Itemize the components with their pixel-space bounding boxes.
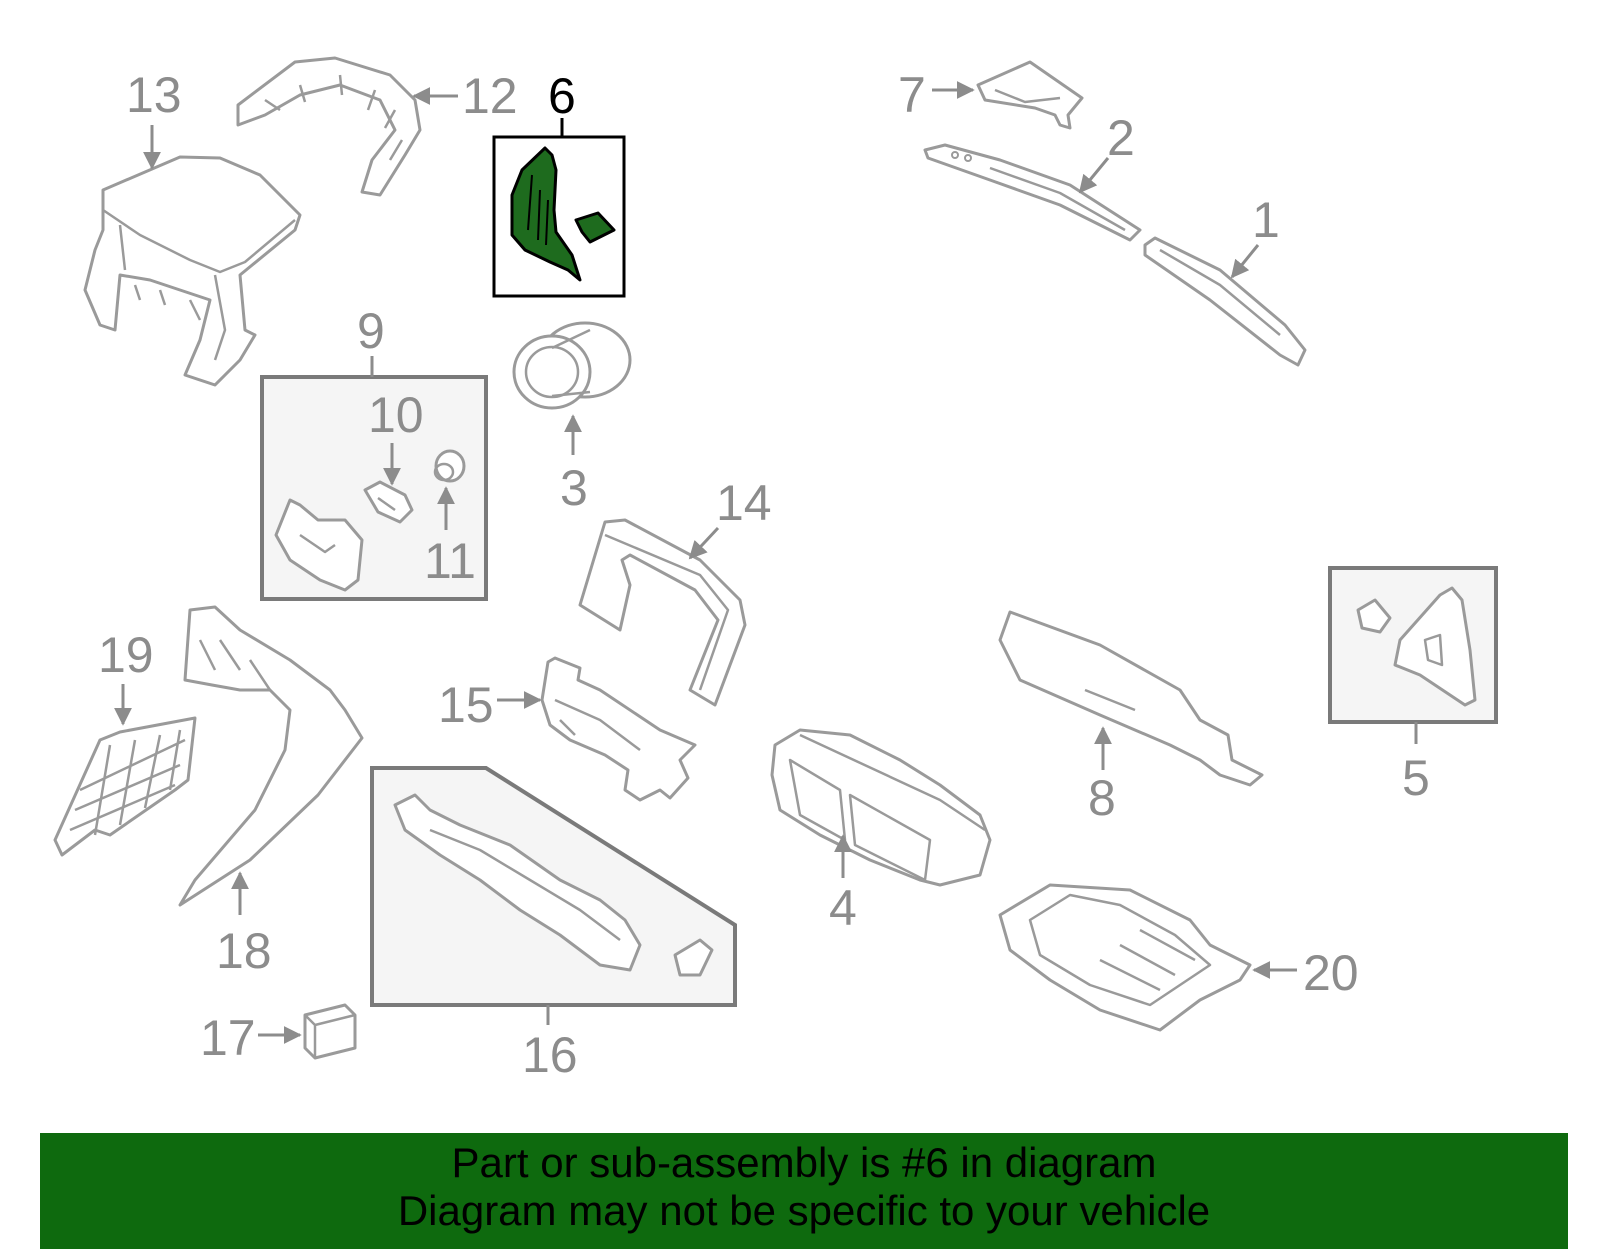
part-7-cap[interactable] [976,60,1084,130]
part-19-grille-panel[interactable] [53,716,197,857]
callout-2: 2 [1107,110,1135,166]
banner-line-1: Part or sub-assembly is #6 in diagram [451,1139,1157,1186]
callout-19: 19 [98,627,154,683]
callout-11: 11 [424,533,476,589]
part-10-clip[interactable] [363,480,414,524]
part-4-vent-assembly[interactable] [770,728,992,887]
callout-5: 5 [1402,750,1430,806]
callout-20: 20 [1303,945,1359,1001]
part-14-frame[interactable] [578,518,747,707]
part-13-console-housing[interactable] [83,155,302,387]
callout-6: 6 [548,68,576,124]
part-9-panel[interactable] [274,498,364,592]
part-18-side-trim[interactable] [178,605,364,907]
callout-8: 8 [1088,770,1116,826]
callout-1: 1 [1252,192,1280,248]
leader-14 [688,526,720,560]
part-20-floor-tray[interactable] [998,883,1252,1032]
callout-12: 12 [462,68,518,124]
info-banner: Part or sub-assembly is #6 in diagram Di… [40,1133,1568,1249]
callout-14: 14 [716,475,772,531]
callout-15: 15 [438,677,494,733]
callout-17: 17 [200,1010,256,1066]
part-5-panel[interactable] [1356,586,1477,707]
callout-13: 13 [126,67,182,123]
leader-1 [1230,244,1260,279]
callout-7: 7 [898,67,926,123]
part-12-shroud[interactable] [236,56,422,197]
part-15-bracket[interactable] [540,656,697,802]
leader-2 [1078,157,1110,194]
part-16-tray[interactable] [393,793,714,977]
part-6-highlighted-trim[interactable] [510,146,616,282]
part-2-trim-strip[interactable] [923,143,1142,242]
callout-18: 18 [216,923,272,979]
part-1-trim-strip[interactable] [1143,236,1307,367]
callout-9: 9 [357,303,385,359]
callout-3: 3 [560,460,588,516]
part-11-button[interactable] [433,449,466,483]
part-17-switch[interactable] [303,1003,357,1060]
callout-16: 16 [522,1027,578,1083]
callout-4: 4 [829,880,857,936]
banner-line-2: Diagram may not be specific to your vehi… [397,1187,1211,1234]
part-8-long-panel[interactable] [998,610,1264,787]
part-3-round-vent[interactable] [512,321,632,410]
callout-10: 10 [368,387,424,443]
